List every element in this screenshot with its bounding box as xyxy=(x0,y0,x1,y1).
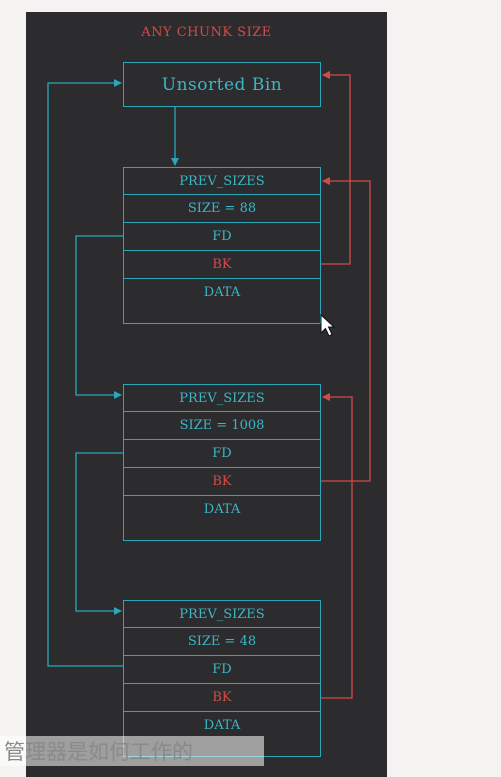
chunk-1-data: DATA xyxy=(123,279,321,324)
chunk-2-data: DATA xyxy=(123,496,321,541)
chunk3-fd-arrow xyxy=(47,79,123,667)
chunk-1-size: SIZE = 88 xyxy=(123,195,321,223)
chunk3-bk-arrow xyxy=(321,393,353,699)
mouse-cursor-icon xyxy=(320,314,336,337)
subtitle-caption: 管理器是如何工作的 xyxy=(0,736,264,766)
chunk-1: PREV_SIZES SIZE = 88 FD BK DATA xyxy=(123,167,321,324)
chunk-1-bk: BK xyxy=(123,251,321,279)
chunk-3: PREV_SIZES SIZE = 48 FD BK DATA xyxy=(123,600,321,757)
chunk-2-fd: FD xyxy=(123,440,321,468)
chunk1-bk-arrow xyxy=(321,71,351,265)
chunk-3-prev-size: PREV_SIZES xyxy=(123,600,321,628)
chunk-1-fd: FD xyxy=(123,223,321,251)
chunk-3-size: SIZE = 48 xyxy=(123,628,321,656)
diagram-title: ANY CHUNK SIZE xyxy=(141,25,272,40)
chunk-2-size: SIZE = 1008 xyxy=(123,412,321,440)
chunk-3-fd: FD xyxy=(123,656,321,684)
chunk-3-bk: BK xyxy=(123,684,321,712)
chunk-2-prev-size: PREV_SIZES xyxy=(123,384,321,412)
chunk2-fd-arrow xyxy=(75,452,123,615)
chunk2-bk-arrow xyxy=(321,177,371,482)
chunk-2: PREV_SIZES SIZE = 1008 FD BK DATA xyxy=(123,384,321,541)
chunk-2-bk: BK xyxy=(123,468,321,496)
unsorted-bin-box: Unsorted Bin xyxy=(123,62,321,107)
chunk1-fd-arrow xyxy=(75,235,123,399)
chunk-1-prev-size: PREV_SIZES xyxy=(123,167,321,195)
